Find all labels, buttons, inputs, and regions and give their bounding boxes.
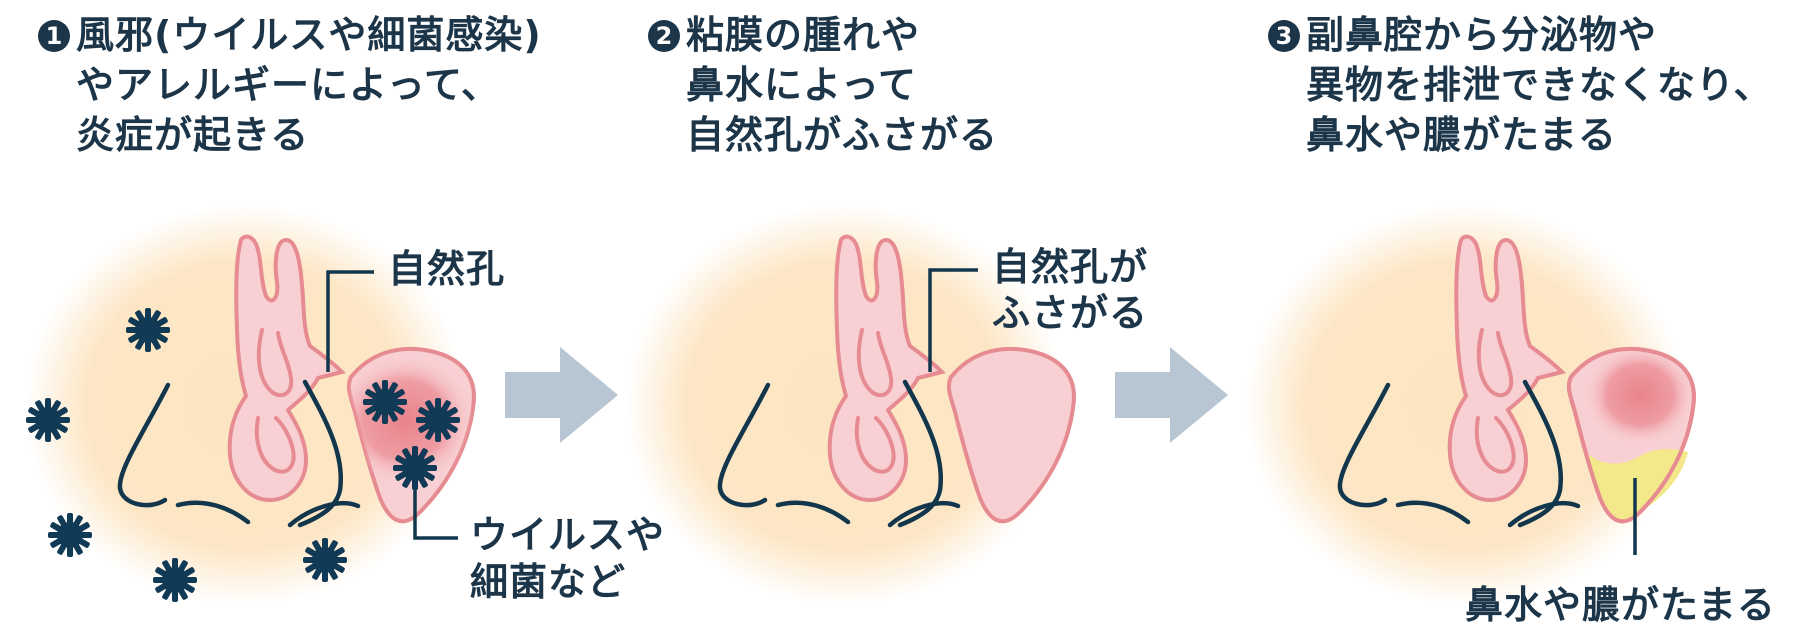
ostium-leader-line [928,268,978,372]
step-1-line-3: 炎症が起きる [76,113,310,157]
arrow-right-icon [505,347,618,443]
inflamed-mucosa [1585,345,1695,445]
pathogen-label-1: ウイルスや [470,513,665,557]
step-2-line-2: 鼻水によって [686,63,917,107]
step-3-line-1: 副鼻腔から分泌物や [1306,13,1658,57]
pathogen-leader-line [413,490,458,540]
ostium-blocked-label-2: ふさがる [992,291,1148,335]
inflamed-mucosa [348,355,474,485]
step-1-number: 1 [38,20,70,52]
step-2-line-1: 粘膜の腫れや [686,13,921,57]
step-1-line-1: 風邪(ウイルスや細菌感染) [76,13,542,57]
step-1-line-2: やアレルギーによって、 [76,63,501,107]
maxillary-sinus [946,346,1076,524]
ostium-label: 自然孔 [388,247,505,291]
step-2-number: 2 [648,20,680,52]
step-2-line-3: 自然孔がふさがる [686,113,999,157]
panel-3 [1245,205,1696,605]
step-3-line-3: 鼻水や膿がたまる [1306,113,1617,157]
step-3-number: 3 [1268,20,1300,52]
ostium-blocked-label-1: 自然孔が [992,245,1148,289]
ostium-leader-line [326,270,374,372]
pus-label: 鼻水や膿がたまる [1465,583,1776,627]
pathogen-label-2: 細菌など [470,560,626,604]
panel-1: 自然孔 ウイルスや 細菌など [25,205,665,605]
panel-2: 自然孔が ふさがる [625,205,1148,605]
arrow-right-icon [1115,347,1228,443]
step-3-line-2: 異物を排泄できなくなり、 [1306,63,1773,107]
pus-pool [1586,449,1688,522]
